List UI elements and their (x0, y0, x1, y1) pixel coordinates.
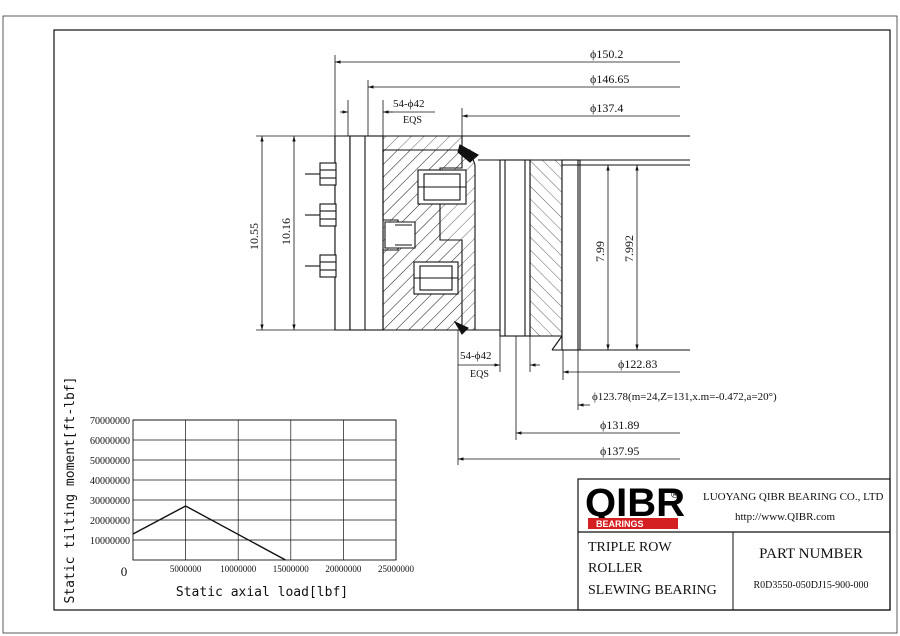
dim-123-78: ϕ123.78(m=24,Z=131,x.m=-0.472,a=20°) (592, 391, 777, 403)
chart-x-tick: 5000000 (170, 564, 202, 574)
dimension-lines (256, 55, 680, 465)
bolt-top (305, 162, 337, 186)
logo-sub: BEARINGS (596, 519, 644, 529)
part-number-label: PART NUMBER (759, 546, 863, 562)
dim-150-2: ϕ150.2 (590, 47, 623, 61)
chart-y-tick: 40000000 (90, 476, 130, 487)
company-name: LUOYANG QIBR BEARING CO., LTD (703, 491, 884, 503)
holes-top-label: 54-ϕ42 (393, 98, 424, 110)
chart-y-tick: 60000000 (90, 436, 130, 447)
chart-x-label: Static axial load[lbf] (176, 585, 348, 600)
chart-plot-area (132, 419, 397, 561)
registered-mark: ® (671, 489, 679, 501)
chart-y-tick: 50000000 (90, 456, 130, 467)
height-10-55: 10.55 (247, 223, 261, 250)
chart-y-label: Static tilting moment[ft-lbf] (63, 377, 78, 604)
height-7-992: 7.992 (622, 235, 636, 262)
title-block: QIBR ® BEARINGS LUOYANG QIBR BEARING CO.… (577, 478, 891, 611)
eqs-bottom-label: EQS (470, 369, 489, 380)
dim-131-89: ϕ131.89 (600, 418, 639, 432)
dim-122-83: ϕ122.83 (618, 357, 657, 371)
logo-text: QIBR (585, 481, 685, 525)
outer-frame (2, 15, 898, 634)
chart-y-ticks: 10000000 20000000 30000000 40000000 50000000… (90, 416, 130, 547)
chart-y-tick: 20000000 (90, 516, 130, 527)
chart-x-tick: 0 (121, 564, 128, 579)
chart-x-tick: 10000000 (220, 564, 257, 574)
bolt-bottom (305, 254, 337, 278)
product-line-1: TRIPLE ROW (588, 540, 672, 555)
chart-x-ticks: 0 5000000 10000000 15000000 20000000 25000000 (121, 564, 415, 579)
chart-x-tick: 15000000 (273, 564, 310, 574)
holes-bottom-label: 54-ϕ42 (460, 350, 491, 362)
load-chart: 1000000020000000300000004000000050000000… (63, 377, 415, 604)
chart-y-tick: 30000000 (90, 496, 130, 507)
eqs-top-label: EQS (403, 115, 422, 126)
chart-y-tick: 70000000 (90, 416, 130, 427)
bearing-cross-section (305, 135, 690, 351)
drawing-border (53, 29, 891, 611)
dim-137-95: ϕ137.95 (600, 444, 639, 458)
chart-grid (133, 419, 397, 560)
product-line-3: SLEWING BEARING (588, 583, 717, 598)
dimension-labels: ϕ150.2 ϕ146.65 ϕ137.4 54-ϕ42 EQS 10.55 1… (247, 47, 777, 458)
chart-x-tick: 25000000 (378, 564, 415, 574)
height-7-99: 7.99 (593, 241, 607, 262)
logo-bar (588, 518, 678, 529)
company-website: http://www.QIBR.com (735, 511, 836, 523)
chart-y-tick: 10000000 (90, 536, 130, 547)
bolt-mid (305, 203, 337, 227)
dim-137-4: ϕ137.4 (590, 101, 623, 115)
height-10-16: 10.16 (279, 218, 293, 245)
dim-146-65: ϕ146.65 (590, 72, 629, 86)
part-number-value: R0D3550-050DJ15-900-000 (754, 580, 869, 591)
product-line-2: ROLLER (588, 561, 643, 576)
chart-x-tick: 20000000 (325, 564, 362, 574)
chart-series-line (132, 505, 286, 561)
